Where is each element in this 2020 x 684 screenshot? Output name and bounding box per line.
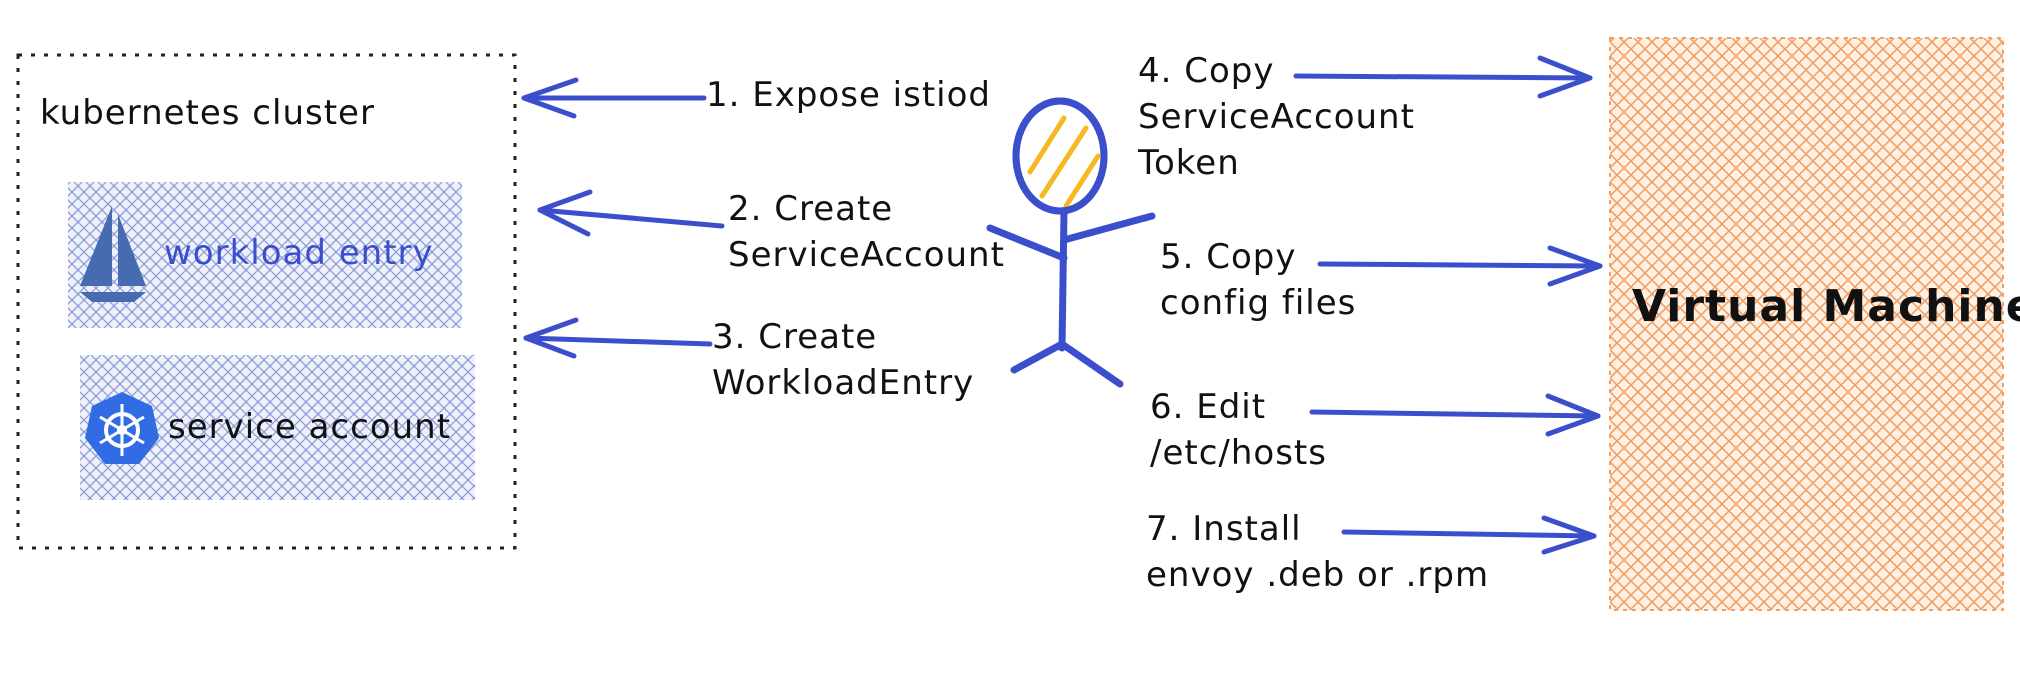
arrow-step-3: [523, 317, 713, 359]
step-7-label: 7. Install envoy .deb or .rpm: [1146, 509, 1490, 595]
step-3-label: 3. Create WorkloadEntry: [712, 317, 975, 403]
arrow-step-1: [521, 77, 707, 119]
service-account-label: service account: [168, 407, 452, 447]
workload-entry-label: workload entry: [164, 233, 434, 273]
kubernetes-helm-wheel-logo-icon: [85, 392, 159, 464]
step-6-label: 6. Edit /etc/hosts: [1150, 387, 1327, 473]
virtual-machine-box: [1609, 37, 2004, 611]
operator-stick-figure-icon: [986, 97, 1156, 388]
arrow-step-2: [537, 189, 725, 237]
cluster-boundary: [16, 53, 517, 550]
arrow-step-5: [1317, 245, 1603, 287]
arrow-step-6: [1309, 393, 1601, 437]
step-2-label: 2. Create ServiceAccount: [728, 189, 1005, 275]
step-1-label: 1. Expose istiod: [706, 75, 991, 115]
istio-sail-logo-icon: [80, 206, 146, 302]
virtual-machine-title: Virtual Machine: [1632, 281, 2020, 332]
arrow-step-7: [1341, 515, 1597, 555]
step-5-label: 5. Copy config files: [1160, 237, 1357, 323]
cluster-title: kubernetes cluster: [40, 93, 375, 133]
step-4-label: 4. Copy ServiceAccount Token: [1138, 51, 1415, 183]
arrow-step-4: [1293, 55, 1593, 99]
